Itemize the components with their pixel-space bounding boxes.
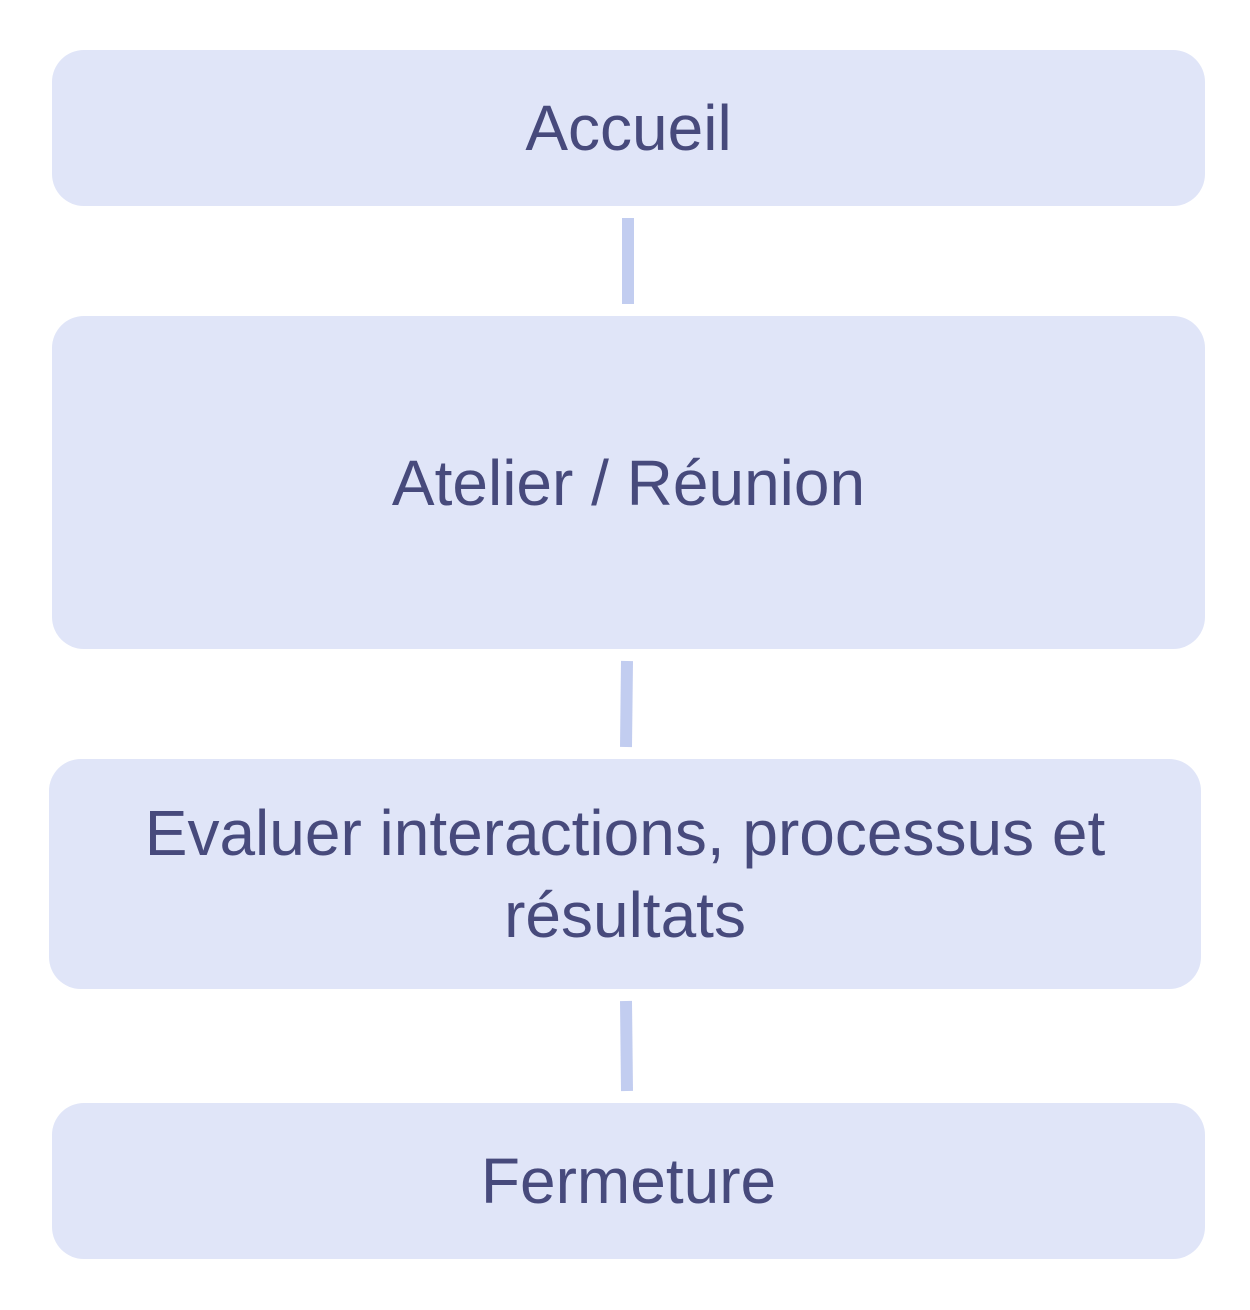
flow-step-accueil: Accueil: [52, 50, 1205, 206]
connector-evaluer-fermeture: [620, 1000, 633, 1092]
connector-atelier-evaluer: [620, 660, 633, 748]
flow-step-label: Fermeture: [480, 1145, 777, 1217]
flow-step-evaluer: Evaluer interactions, processus et résul…: [49, 759, 1201, 989]
flow-step-atelier-reunion: Atelier / Réunion: [52, 316, 1205, 649]
flow-step-label: Evaluer interactions, processus et résul…: [144, 797, 1106, 951]
flow-step-label: Atelier / Réunion: [391, 446, 866, 519]
flow-step-label: Accueil: [525, 92, 732, 164]
flow-step-fermeture: Fermeture: [52, 1103, 1205, 1259]
